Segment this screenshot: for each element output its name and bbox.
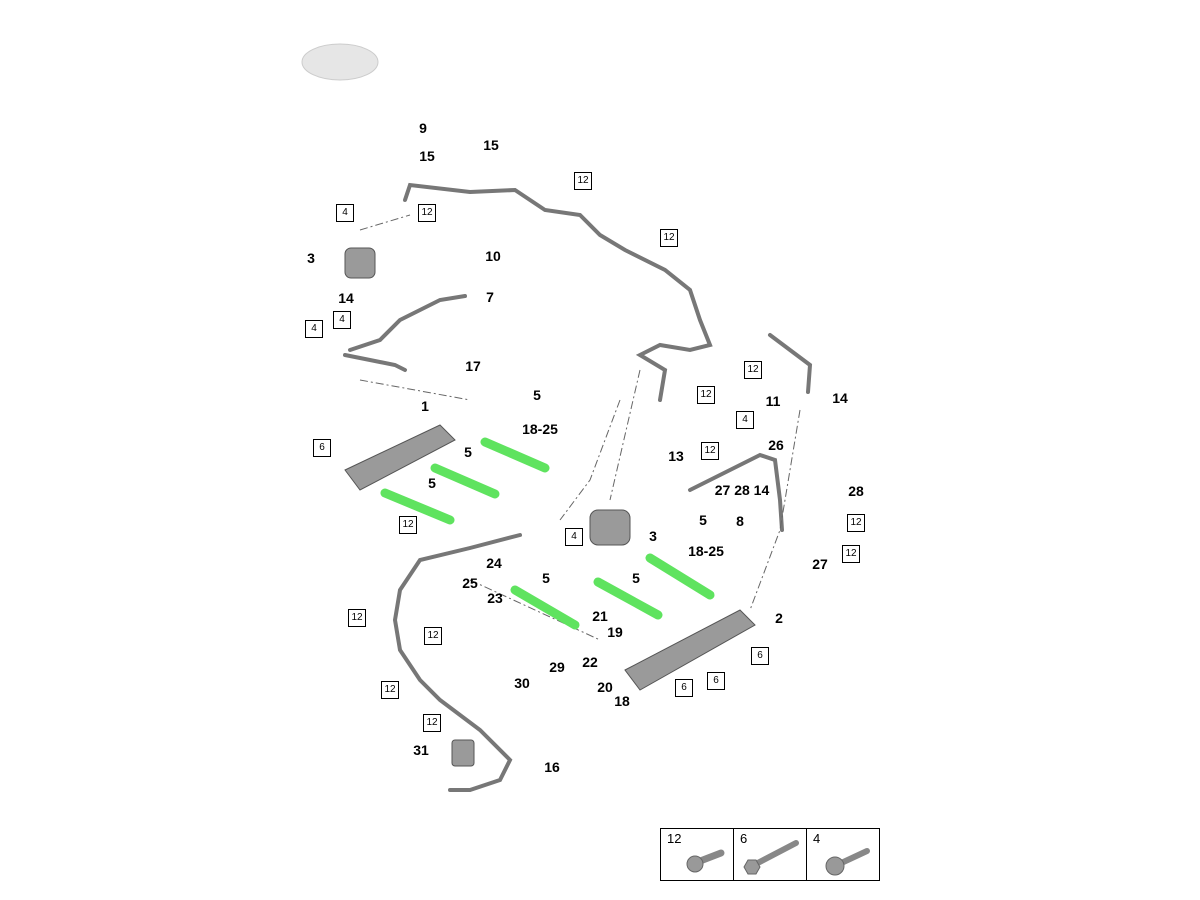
boxed-callout[interactable]: 12: [418, 204, 436, 222]
boxed-callout[interactable]: 4: [336, 204, 354, 222]
legend-label: 6: [740, 831, 748, 846]
callout[interactable]: 15: [419, 148, 435, 164]
callout[interactable]: 1: [421, 398, 429, 414]
legend-label: 4: [813, 831, 821, 846]
boxed-callout[interactable]: 4: [565, 528, 583, 546]
callout[interactable]: 18: [614, 693, 630, 709]
boxed-callout[interactable]: 12: [424, 627, 442, 645]
callout[interactable]: 5: [428, 475, 436, 491]
callout[interactable]: 25: [462, 575, 478, 591]
callout[interactable]: 3: [307, 250, 315, 266]
callout[interactable]: 13: [668, 448, 684, 464]
callout[interactable]: 29: [549, 659, 565, 675]
boxed-callout[interactable]: 6: [675, 679, 693, 697]
callout[interactable]: 5: [542, 570, 550, 586]
car-silhouette-icon: [301, 43, 379, 81]
boxed-callout[interactable]: 4: [305, 320, 323, 338]
callout[interactable]: 18-25: [522, 421, 558, 437]
callout[interactable]: 11: [765, 393, 781, 409]
flange-bolt-icon: [825, 848, 870, 876]
callout[interactable]: 2: [775, 610, 783, 626]
boxed-callout[interactable]: 12: [381, 681, 399, 699]
boxed-callout[interactable]: 12: [847, 514, 865, 532]
callout[interactable]: 21: [592, 608, 608, 624]
boxed-callout[interactable]: 12: [399, 516, 417, 534]
boxed-callout[interactable]: 12: [348, 609, 366, 627]
callout[interactable]: 10: [485, 248, 501, 264]
boxed-callout[interactable]: 12: [423, 714, 441, 732]
leader-lines: [359, 214, 801, 641]
long-hex-bolt-icon: [743, 840, 799, 875]
callout[interactable]: 20: [597, 679, 613, 695]
boxed-callout[interactable]: 12: [697, 386, 715, 404]
boxed-callout[interactable]: 6: [707, 672, 725, 690]
callout[interactable]: 5: [464, 444, 472, 460]
legend-bolt-6[interactable]: 6: [734, 829, 807, 880]
fuel-lines: [343, 182, 813, 792]
callout[interactable]: 23: [487, 590, 503, 606]
fuel-rails: [344, 247, 756, 767]
callout[interactable]: 16: [544, 759, 560, 775]
boxed-callout[interactable]: 4: [333, 311, 351, 329]
callout[interactable]: 24: [486, 555, 502, 571]
boxed-callout[interactable]: 12: [842, 545, 860, 563]
callout[interactable]: 7: [486, 289, 494, 305]
callout[interactable]: 3: [649, 528, 657, 544]
boxed-callout[interactable]: 4: [736, 411, 754, 429]
bolt-legend: 12 6 4: [660, 828, 880, 881]
callout[interactable]: 19: [607, 624, 623, 640]
callout[interactable]: 8: [736, 513, 744, 529]
legend-bolt-4[interactable]: 4: [807, 829, 879, 880]
callout[interactable]: 15: [483, 137, 499, 153]
callout[interactable]: 27: [812, 556, 828, 572]
short-bolt-icon: [686, 849, 725, 873]
callout[interactable]: 22: [582, 654, 598, 670]
boxed-callout[interactable]: 12: [660, 229, 678, 247]
callout[interactable]: 31: [413, 742, 429, 758]
callout[interactable]: 14: [338, 290, 354, 306]
callout[interactable]: 26: [768, 437, 784, 453]
legend-label: 12: [667, 831, 682, 846]
callout[interactable]: 17: [465, 358, 481, 374]
callout[interactable]: 14: [832, 390, 848, 406]
callout[interactable]: 30: [514, 675, 530, 691]
callout[interactable]: 9: [419, 120, 427, 136]
callout[interactable]: 27 28 14: [714, 482, 770, 498]
boxed-callout[interactable]: 6: [313, 439, 331, 457]
legend-bolt-12[interactable]: 12: [661, 829, 734, 880]
callout[interactable]: 5: [699, 512, 707, 528]
boxed-callout[interactable]: 6: [751, 647, 769, 665]
injectors: [380, 437, 715, 630]
boxed-callout[interactable]: 12: [744, 361, 762, 379]
callout[interactable]: 28: [848, 483, 864, 499]
callout[interactable]: 5: [632, 570, 640, 586]
boxed-callout[interactable]: 12: [574, 172, 592, 190]
callout[interactable]: 18-25: [688, 543, 724, 559]
boxed-callout[interactable]: 12: [701, 442, 719, 460]
callout[interactable]: 5: [533, 387, 541, 403]
